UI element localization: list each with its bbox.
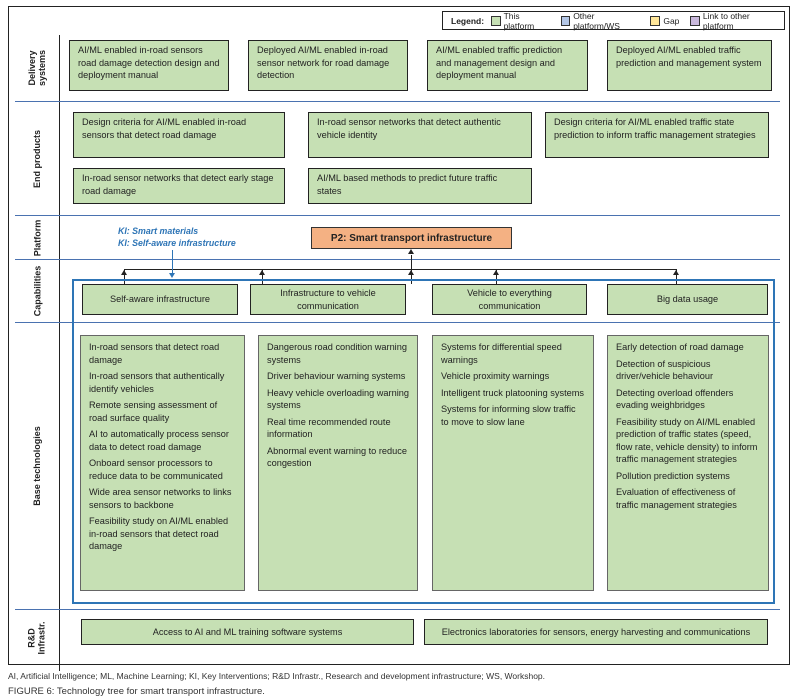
end-product-box: In-road sensor networks that detect earl… xyxy=(73,168,285,204)
legend-item-this-platform: This platform xyxy=(491,11,550,31)
arrow-up-icon xyxy=(493,270,499,275)
platform-box: P2: Smart transport infrastructure xyxy=(311,227,512,249)
capability-box: Vehicle to everything communication xyxy=(432,284,587,315)
base-technology-item: Early detection of road damage xyxy=(616,342,744,352)
legend-item-other-platform: Other platform/WS xyxy=(560,10,640,31)
base-technology-item: Remote sensing assessment of road surfac… xyxy=(89,400,218,423)
row-separator xyxy=(15,215,780,216)
end-product-box: Design criteria for AI/ML enabled in-roa… xyxy=(73,112,285,158)
base-technology-item: Evaluation of effectiveness of traffic m… xyxy=(616,487,737,510)
base-technology-item: Vehicle proximity warnings xyxy=(441,371,550,381)
connector-vertical xyxy=(124,269,125,284)
base-technology-column: Systems for differential speed warnings … xyxy=(432,335,594,591)
rd-infrastructure-box: Access to AI and ML training software sy… xyxy=(81,619,414,645)
capability-box: Big data usage xyxy=(607,284,768,315)
row-separator xyxy=(15,609,780,610)
delivery-system-box: Deployed AI/ML enabled in-road sensor ne… xyxy=(248,40,408,91)
key-intervention-label: KI: Self-aware infrastructure xyxy=(118,238,236,248)
row-separator xyxy=(15,259,780,260)
base-technology-item: Detection of suspicious driver/vehicle b… xyxy=(616,358,714,382)
row-label-capabilities: Capabilities xyxy=(16,260,58,322)
rd-infrastructure-box: Electronics laboratories for sensors, en… xyxy=(424,619,768,645)
capability-box: Self-aware infrastructure xyxy=(82,284,238,315)
legend-label: Other platform/WS xyxy=(573,10,620,31)
legend-swatch-yellow xyxy=(650,15,661,26)
connector-to-platform xyxy=(411,255,412,269)
legend-item-gap: Gap xyxy=(650,15,680,26)
row-label-text: Base technologies xyxy=(32,426,42,506)
legend-label: Gap xyxy=(663,15,680,26)
end-product-box: AI/ML based methods to predict future tr… xyxy=(308,168,532,204)
legend-item-link: Link to other platform xyxy=(690,11,778,31)
delivery-system-box: AI/ML enabled traffic prediction and man… xyxy=(427,40,588,91)
arrow-up-icon xyxy=(408,249,414,254)
row-separator xyxy=(15,322,780,323)
row-label-base-technologies: Base technologies xyxy=(16,323,58,609)
key-intervention-label: KI: Smart materials xyxy=(118,226,199,236)
base-technology-column: Dangerous road condition warning systems… xyxy=(258,335,418,591)
arrow-up-icon xyxy=(259,270,265,275)
row-label-text: Delivery systems xyxy=(27,49,47,87)
base-technology-item: In-road sensors that detect road damage xyxy=(89,342,220,365)
legend-swatch-green xyxy=(491,15,501,26)
base-technology-item: Real time recommended route information xyxy=(267,416,391,440)
capability-box: Infrastructure to vehicle communication xyxy=(250,284,406,315)
base-technology-item: Pollution prediction systems xyxy=(616,470,730,481)
figure-caption: FIGURE 6: Technology tree for smart tran… xyxy=(8,686,265,697)
delivery-system-box: Deployed AI/ML enabled traffic predictio… xyxy=(607,40,772,91)
row-label-text: End products xyxy=(32,129,42,188)
end-product-box: Design criteria for AI/ML enabled traffi… xyxy=(545,112,769,158)
legend-swatch-purple xyxy=(690,15,700,26)
row-label-end-products: End products xyxy=(16,102,58,215)
legend-title: Legend: xyxy=(451,15,485,26)
delivery-system-box: AI/ML enabled in-road sensors road damag… xyxy=(69,40,229,91)
arrow-up-icon xyxy=(121,270,127,275)
arrow-down-icon xyxy=(169,273,175,278)
ki-connector xyxy=(172,250,173,274)
legend: Legend: This platform Other platform/WS … xyxy=(442,10,785,31)
base-technology-item: Dangerous road condition warning systems xyxy=(267,342,407,365)
base-technology-item: Feasibility study on AI/ML enabled predi… xyxy=(616,416,758,465)
row-separator xyxy=(15,101,780,102)
footnote: AI, Artificial Intelligence; ML, Machine… xyxy=(8,671,546,681)
connector-vertical xyxy=(496,269,497,284)
base-technology-item: Systems for differential speed warnings xyxy=(441,342,562,365)
legend-swatch-blue xyxy=(560,15,571,26)
base-technology-item: Feasibility study on AI/ML enabled in-ro… xyxy=(89,516,229,551)
row-label-divider xyxy=(59,35,60,671)
connector-horizontal xyxy=(124,269,677,270)
arrow-up-icon xyxy=(408,270,414,275)
end-product-box: In-road sensor networks that detect auth… xyxy=(308,112,532,158)
row-label-rd-infrastructure: R&D Infrastr. xyxy=(16,610,58,665)
row-label-platform: Platform xyxy=(16,216,58,259)
row-label-text: Capabilities xyxy=(32,265,43,317)
connector-vertical xyxy=(411,269,412,284)
capabilities-group-outline xyxy=(72,279,775,604)
figure-caption-text: FIGURE 6: Technology tree for smart tran… xyxy=(8,686,265,697)
base-technology-item: Onboard sensor processors to reduce data… xyxy=(89,458,223,481)
base-technology-column: Early detection of road damage Detection… xyxy=(607,335,769,591)
row-label-text: R&D Infrastr. xyxy=(26,620,47,655)
diagram-frame xyxy=(8,6,790,665)
base-technology-item: Heavy vehicle overloading warning system… xyxy=(267,387,409,411)
base-technology-item: Wide area sensor networks to links senso… xyxy=(89,487,232,510)
legend-label: Link to other platform xyxy=(702,10,750,31)
base-technology-item: AI to automatically process sensor data … xyxy=(89,429,229,452)
arrow-up-icon xyxy=(673,270,679,275)
legend-label: This platform xyxy=(503,10,535,31)
row-label-text: Platform xyxy=(31,219,42,256)
row-label-delivery-systems: Delivery systems xyxy=(16,35,58,101)
base-technology-item: Systems for informing slow traffic to mo… xyxy=(441,404,576,427)
connector-vertical xyxy=(676,269,677,284)
base-technology-item: Intelligent truck platooning systems xyxy=(441,387,584,398)
base-technology-column: In-road sensors that detect road damage … xyxy=(80,335,245,591)
base-technology-item: Detecting overload offenders evading wei… xyxy=(616,387,734,411)
connector-vertical xyxy=(262,269,263,284)
base-technology-item: Abnormal event warning to reduce congest… xyxy=(267,445,407,469)
base-technology-item: Driver behaviour warning systems xyxy=(267,371,406,381)
base-technology-item: In-road sensors that authentically ident… xyxy=(89,371,225,394)
